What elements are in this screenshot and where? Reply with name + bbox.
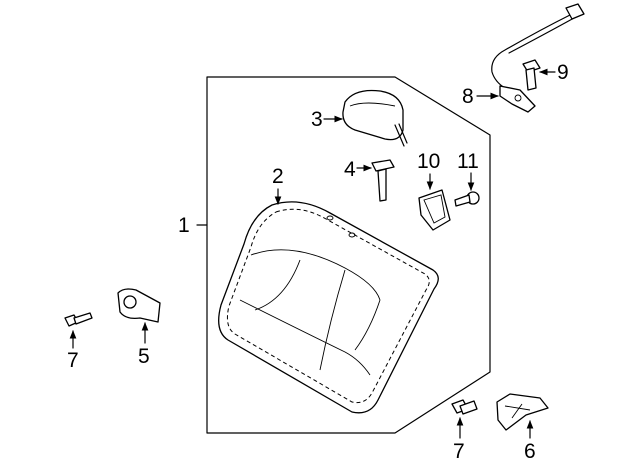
callout-6: 6 [524,440,536,463]
bolt-7-left [64,312,93,327]
callout-5: 5 [138,345,150,368]
callout-7-left: 7 [67,349,79,372]
callout-2: 2 [272,165,284,188]
callout-8: 8 [462,85,474,108]
callout-11: 11 [457,150,479,173]
screw-11 [454,191,480,207]
seat-back-cushion [218,201,439,414]
assembly-outline [206,76,491,434]
callout-4: 4 [344,158,356,181]
headrest-guide [371,159,395,202]
callout-10: 10 [417,150,440,173]
bolt-9 [522,59,541,91]
callout-3: 3 [311,108,323,131]
bracket-5 [117,288,161,323]
harness-8 [491,3,585,113]
callout-1: 1 [178,214,190,237]
cover-10 [418,189,451,231]
headrest [342,89,408,147]
bracket-6 [496,393,549,431]
bolt-7-bottom [451,399,478,415]
callout-9: 9 [557,61,569,84]
callout-7-bottom: 7 [453,440,465,463]
